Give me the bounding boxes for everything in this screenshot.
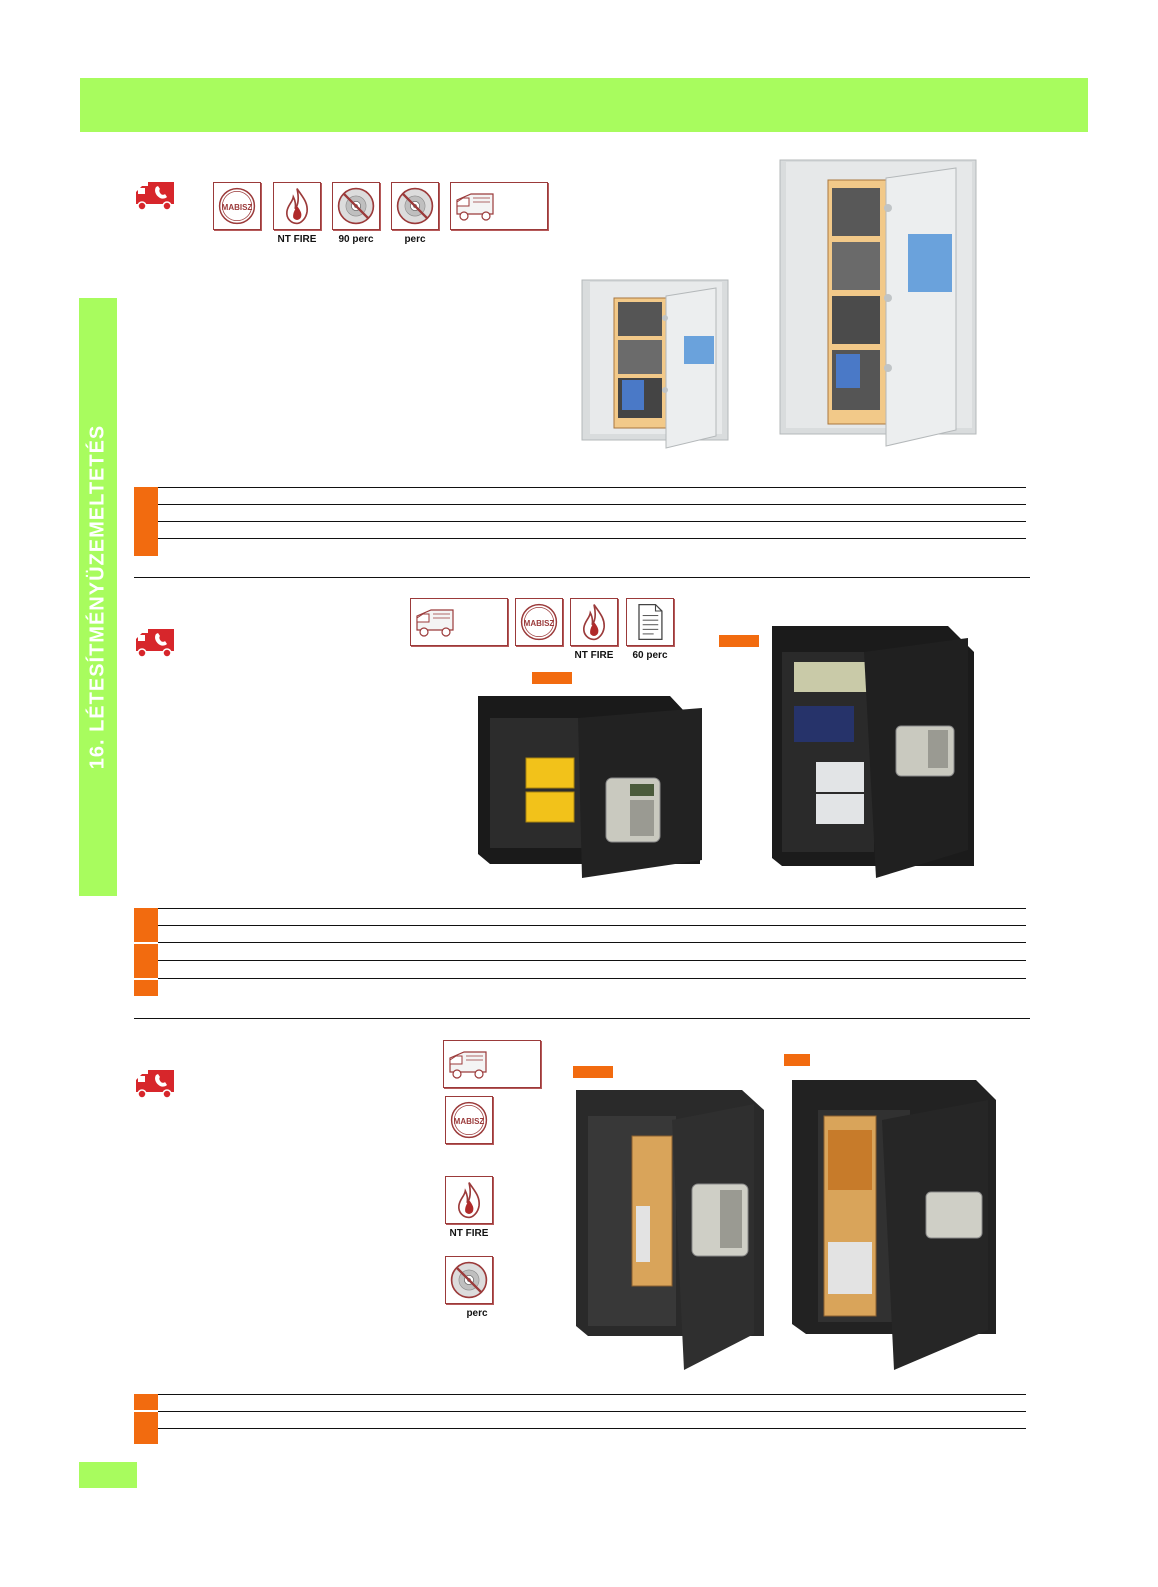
chapter-sidebar-tab: 16. LÉTESÍTMÉNYÜZEMELTETÉS <box>79 298 117 896</box>
mabisz-badge: MABISZ <box>213 182 261 230</box>
spec-table-marker <box>134 1394 158 1410</box>
page-number-tab <box>79 1462 137 1488</box>
badge-caption: perc <box>404 234 426 245</box>
fire-safe-small-white-image <box>581 279 729 449</box>
spec-row-divider <box>158 1394 1026 1395</box>
document-icon <box>628 600 672 644</box>
svg-text:MABISZ: MABISZ <box>524 619 555 628</box>
document-badge <box>626 598 674 646</box>
disc-icon <box>393 184 437 228</box>
spec-table-marker <box>134 1412 158 1444</box>
mabisz-badge: MABISZ <box>515 598 563 646</box>
section-divider <box>134 1018 1030 1019</box>
delivery-truck-icon <box>413 604 461 640</box>
fire-icon <box>447 1178 491 1222</box>
mabisz-icon: MABISZ <box>517 600 561 644</box>
badge-caption: perc <box>466 1308 488 1319</box>
delivery-badge <box>410 598 508 646</box>
mabisz-badge: MABISZ <box>445 1096 493 1144</box>
spec-row-divider <box>158 960 1026 961</box>
delivery-truck-icon <box>446 1046 494 1082</box>
spec-row-divider <box>158 942 1026 943</box>
fire-safe-dark-bookshelf-image <box>792 1080 996 1370</box>
chapter-title: 16. LÉTESÍTMÉNYÜZEMELTETÉS <box>86 424 109 770</box>
spec-row-divider <box>158 1411 1026 1412</box>
fire-safe-tall-white-image <box>779 159 977 447</box>
fire-safe-black-tall-image <box>772 626 974 878</box>
badge-caption: 90 perc <box>338 234 374 245</box>
spec-row-divider <box>158 487 1026 488</box>
product-tag <box>784 1054 810 1066</box>
spec-row-divider <box>158 1428 1026 1429</box>
spec-table-marker <box>134 980 158 996</box>
svg-text:MABISZ: MABISZ <box>454 1117 485 1126</box>
spec-row-divider <box>158 908 1026 909</box>
product-tag <box>719 635 759 647</box>
disc-badge <box>445 1256 493 1304</box>
delivery-truck-icon <box>453 188 501 224</box>
delivery-badge <box>450 182 548 230</box>
fire-safe-dark-tan-interior-image <box>576 1090 764 1370</box>
spec-row-divider <box>158 978 1026 979</box>
spec-row-divider <box>158 538 1026 539</box>
delivery-phone-icon <box>134 178 180 212</box>
delivery-phone-icon <box>134 625 180 659</box>
nt-fire-badge <box>273 182 321 230</box>
disc-badge <box>391 182 439 230</box>
spec-row-divider <box>158 504 1026 505</box>
fire-icon <box>572 600 616 644</box>
nt-fire-badge <box>570 598 618 646</box>
svg-text:MABISZ: MABISZ <box>222 203 253 212</box>
spec-row-divider <box>158 521 1026 522</box>
product-tag <box>573 1066 613 1078</box>
fire-safe-black-small-image <box>478 696 702 878</box>
spec-row-divider <box>158 925 1026 926</box>
spec-table-marker <box>134 487 158 556</box>
badge-caption: NT FIRE <box>277 234 317 245</box>
mabisz-icon: MABISZ <box>215 184 259 228</box>
disc-icon <box>334 184 378 228</box>
product-tag <box>532 672 572 684</box>
section-divider <box>134 577 1030 578</box>
fire-icon <box>275 184 319 228</box>
delivery-phone-icon <box>134 1066 180 1100</box>
top-header-bar <box>80 78 1088 132</box>
disc-icon <box>447 1258 491 1302</box>
badge-caption: NT FIRE <box>574 650 614 661</box>
spec-table-marker <box>134 908 158 942</box>
badge-caption: 60 perc <box>632 650 668 661</box>
spec-table-marker <box>134 944 158 978</box>
nt-fire-badge <box>445 1176 493 1224</box>
mabisz-icon: MABISZ <box>447 1098 491 1142</box>
badge-caption: NT FIRE <box>449 1228 489 1239</box>
disc-badge <box>332 182 380 230</box>
delivery-badge <box>443 1040 541 1088</box>
